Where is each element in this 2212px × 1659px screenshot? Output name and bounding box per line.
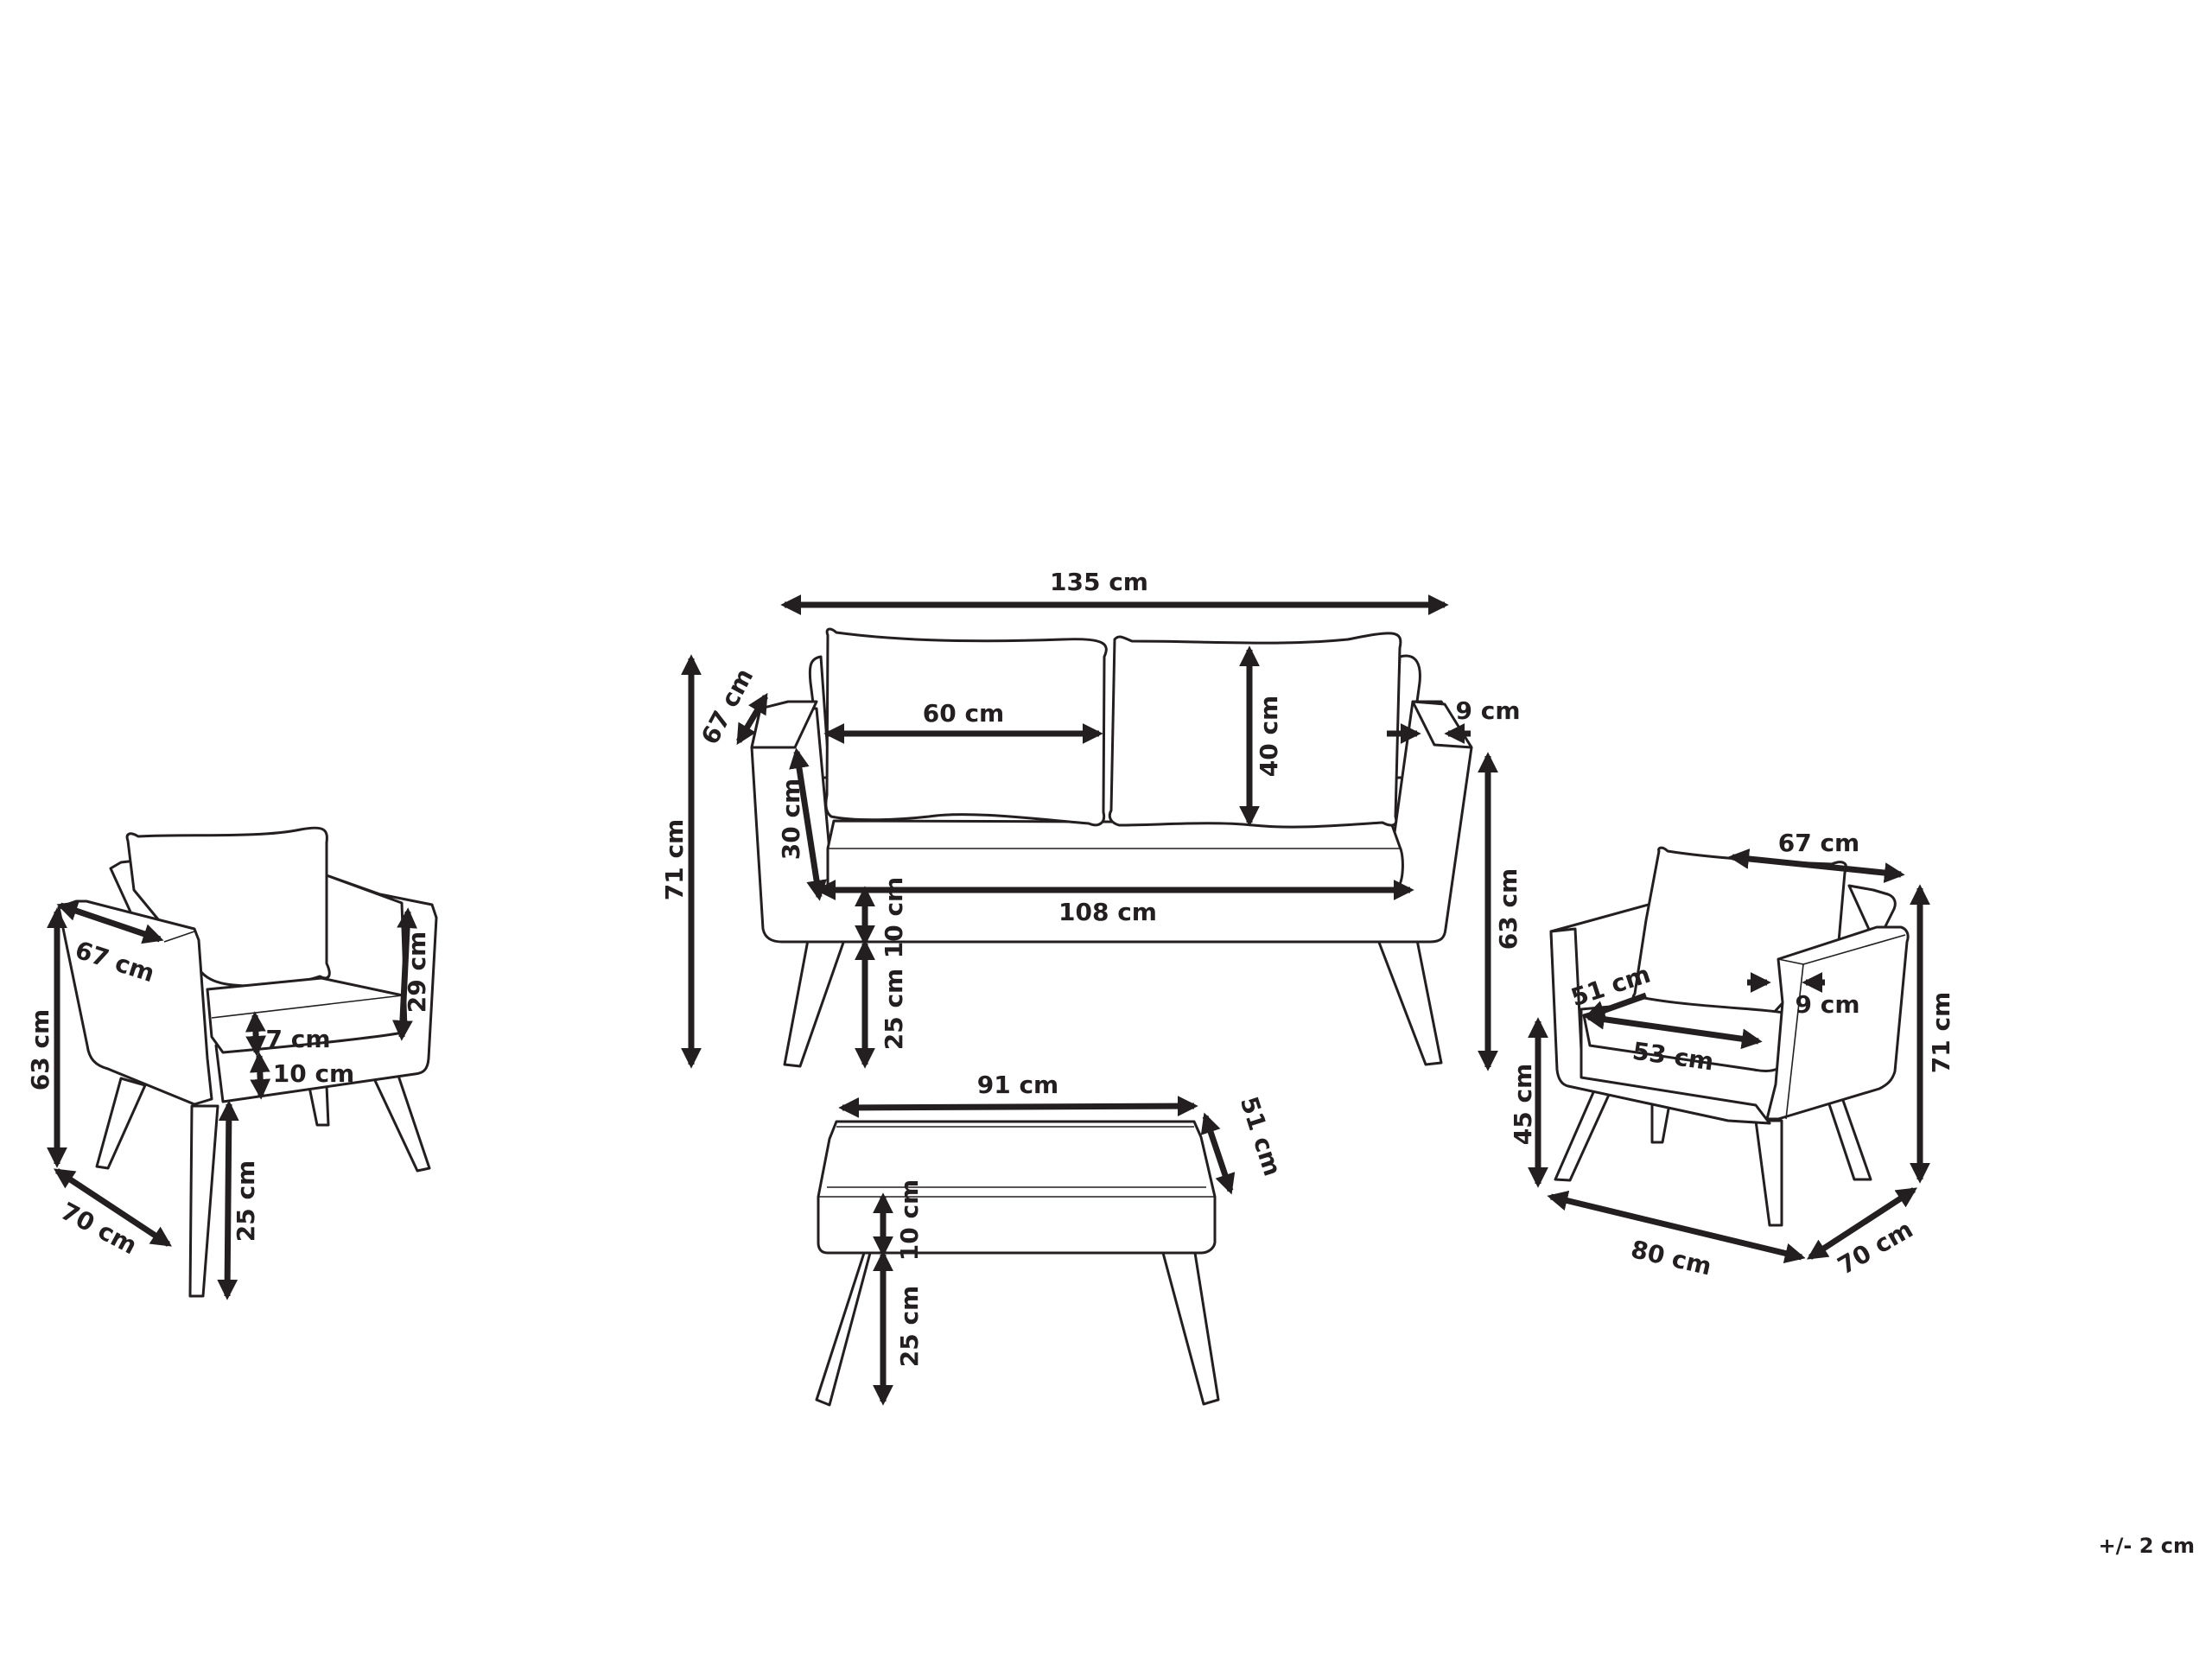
- coffee-table-drawing: [815, 1120, 1220, 1407]
- sofa-leg-left: [783, 938, 846, 1068]
- coffee-table-leg-left: [815, 1251, 872, 1407]
- sofa-arm-height-label: 63 cm: [1494, 868, 1522, 950]
- armchair-right-leg-front: [1754, 1119, 1783, 1227]
- armchair-right-armrest-width-label: 9 cm: [1795, 990, 1859, 1019]
- armchair-left-back-cushion: [125, 826, 331, 988]
- armchair-left-leg-back-right: [308, 1084, 330, 1127]
- armchair-right-leg-front-left: [1554, 1089, 1611, 1182]
- coffee-table-depth-label: 51 cm: [1235, 1093, 1287, 1179]
- armchair-right-width-label: 80 cm: [1628, 1235, 1714, 1281]
- armchair-right-arm-right: [1765, 925, 1910, 1121]
- armchair-left-leg-back-left: [95, 1077, 147, 1170]
- sofa-drawing: [750, 627, 1473, 1068]
- armchair-left-frame-height-label: 10 cm: [273, 1059, 355, 1088]
- armchair-left-depth-label: 70 cm: [56, 1197, 142, 1261]
- sofa-depth-label: 67 cm: [696, 664, 760, 749]
- sofa-armrest-height-label: 30 cm: [777, 779, 805, 861]
- armchair-left-leg-front: [188, 1104, 219, 1298]
- armchair-right-back-width-label: 67 cm: [1778, 829, 1860, 857]
- armchair-left-leg-side: [370, 1071, 431, 1173]
- armchair-right-dimensions: 67 cm 71 cm 45 cm 51 cm 53 cm 9 cm 80 cm…: [1509, 829, 1955, 1281]
- sofa-width-label: 135 cm: [1050, 568, 1148, 596]
- coffee-table-frame-height-label: 10 cm: [895, 1179, 924, 1262]
- armchair-right-arm-left: [1549, 927, 1771, 1125]
- sofa-seat-cushion: [826, 819, 1404, 890]
- armchair-right-depth-label: 70 cm: [1833, 1215, 1917, 1281]
- coffee-table-dimensions: 91 cm 51 cm 10 cm 25 cm: [838, 1071, 1287, 1406]
- armchair-right-height-label: 71 cm: [1927, 992, 1955, 1074]
- tolerance-note: +/- 2 cm: [2099, 1534, 2195, 1558]
- sofa-cushion-height-label: 40 cm: [1255, 696, 1283, 778]
- armchair-right-seat-height-label: 45 cm: [1509, 1064, 1537, 1146]
- sofa-seat-width-label: 108 cm: [1058, 898, 1157, 926]
- sofa-leg-right: [1376, 938, 1443, 1066]
- armchair-left-arm-left: [57, 899, 213, 1106]
- coffee-table-leg-height-label: 25 cm: [895, 1286, 924, 1368]
- armchair-left-leg-height-label: 25 cm: [232, 1160, 260, 1243]
- coffee-table-leg-right: [1161, 1251, 1220, 1406]
- armchair-left-drawing: [57, 826, 438, 1298]
- armchair-left-cushion-height-label: 7 cm: [265, 1025, 330, 1053]
- armchair-right-drawing: [1549, 846, 1910, 1227]
- armchair-right-back-frame: [1847, 884, 1897, 935]
- coffee-table-width-label: 91 cm: [977, 1071, 1059, 1099]
- sofa-frame-height-label: 10 cm: [880, 877, 908, 959]
- armchair-left-height-label: 63 cm: [26, 1009, 54, 1091]
- sofa-armrest-width-label: 9 cm: [1455, 696, 1520, 725]
- sofa-height-label: 71 cm: [660, 819, 689, 901]
- sofa-leg-height-label: 25 cm: [880, 969, 908, 1051]
- armchair-left-arm-height-label: 29 cm: [403, 931, 431, 1014]
- sofa-cushion-width-label: 60 cm: [923, 699, 1005, 728]
- armchair-right-leg-side: [1823, 1090, 1872, 1181]
